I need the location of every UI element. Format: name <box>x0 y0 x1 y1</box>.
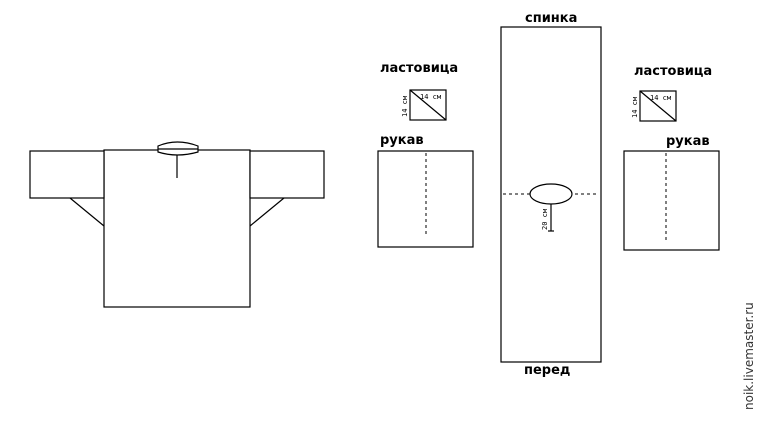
left-sleeve-label: рукав <box>380 133 424 148</box>
left-gusset-side-size: 14 см <box>401 95 409 117</box>
left-gusset-top-size: 14 см <box>420 93 442 101</box>
shirt-left-sleeve <box>29 150 105 199</box>
shirt-left-gusset-line <box>69 197 105 227</box>
shirt-right-gusset-line <box>249 197 285 227</box>
left-sleeve-piece: рукав <box>377 133 474 248</box>
watermark: noik.livemaster.ru <box>742 302 756 410</box>
right-gusset-top-size: 14 см <box>650 94 672 102</box>
left-gusset-label: ластовица <box>380 61 458 76</box>
neck-opening <box>529 183 573 205</box>
right-sleeve-rect <box>623 150 720 251</box>
right-sleeve-label: рукав <box>666 134 710 149</box>
right-gusset-label: ластовица <box>634 64 712 79</box>
body-piece: спинка 20 см перед <box>500 11 602 378</box>
front-label: перед <box>524 363 570 378</box>
chest-slit-size: 20 см <box>541 208 549 230</box>
right-gusset-diagonal <box>639 90 677 122</box>
right-sleeve-piece: рукав <box>623 134 720 251</box>
right-gusset-side-size: 14 см <box>631 96 639 118</box>
left-gusset: ластовица 14 см 14 см <box>380 61 458 121</box>
back-label: спинка <box>525 11 577 26</box>
shirt-right-sleeve <box>249 150 325 199</box>
left-gusset-diagonal <box>409 89 447 121</box>
assembled-shirt <box>29 141 325 308</box>
right-gusset: ластовица 14 см 14 см <box>631 64 712 122</box>
